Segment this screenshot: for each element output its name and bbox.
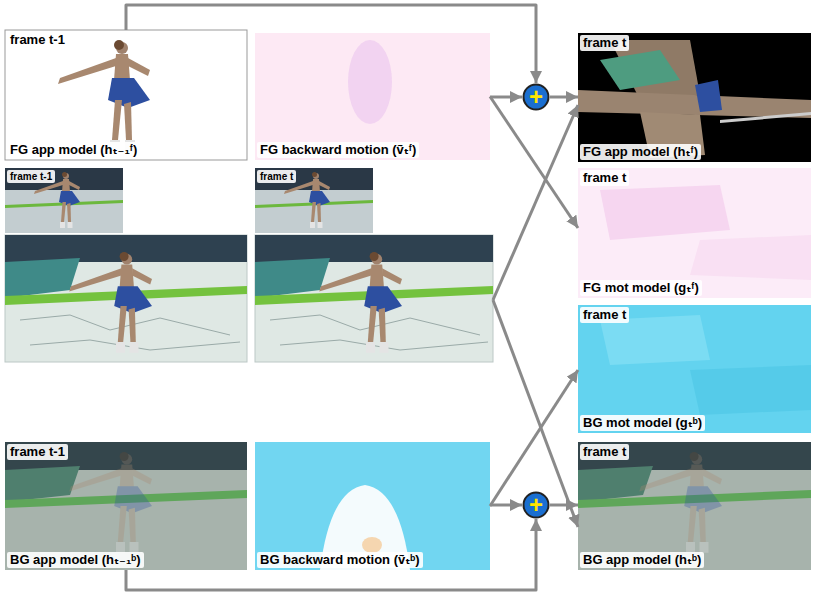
panel-caption: FG app model (hₜ₋₁ᶠ)	[7, 142, 140, 158]
flow-arrow	[490, 370, 578, 506]
segmentation-current-part	[255, 258, 330, 298]
image-panel: frame t-1 BG app model (hₜ₋₁ᵇ)	[5, 442, 247, 570]
bg-motion-image	[255, 442, 490, 570]
frame-label: frame t	[257, 170, 296, 183]
fg-app-prev-image-part	[5, 30, 247, 160]
sum-circle: +	[522, 83, 550, 111]
panel-caption: FG app model (hₜᶠ)	[580, 144, 701, 160]
frame-label: frame t-1	[7, 32, 68, 48]
image-panel: frame t-1 FG app model (hₜ₋₁ᶠ)	[5, 30, 247, 160]
flow-arrow	[550, 96, 578, 99]
flow-arrow	[126, 519, 536, 590]
panel-caption: BG mot model (gₜᵇ)	[580, 415, 705, 431]
frame-label: frame t-1	[7, 170, 55, 183]
segmentation-current	[255, 235, 493, 362]
fg-motion-image	[255, 33, 490, 160]
frame-label: frame t	[580, 35, 629, 51]
fg-app-current-image-part	[578, 90, 811, 118]
fg-app-current-image-part	[578, 33, 811, 162]
sum-circle: +	[522, 491, 550, 519]
frame-label: frame t	[580, 307, 629, 323]
bg-motion-model-image	[578, 305, 811, 433]
bg-app-prev-image-part	[5, 466, 80, 502]
flow-arrow	[550, 504, 578, 507]
fg-app-current-image-part	[720, 112, 811, 123]
segmentation-prev	[5, 235, 247, 362]
image-panel: frame t FG app model (hₜᶠ)	[578, 33, 811, 162]
bg-app-prev-image-part	[69, 452, 152, 553]
fg-app-current-image	[578, 33, 811, 162]
fg-motion-image-part	[255, 33, 490, 160]
bg-motion-image-part	[255, 442, 490, 570]
segmentation-current-part	[255, 235, 493, 362]
panel-caption: BG backward motion (ṽₜᵇ)	[257, 552, 423, 568]
flow-arrow	[493, 105, 578, 300]
fg-motion-model-image-part	[690, 235, 811, 280]
segmentation-prev-part	[5, 235, 247, 362]
frame-label: frame t	[580, 444, 629, 460]
segmentation-prev-part	[5, 258, 80, 298]
thumbnail-prev-part	[5, 168, 123, 233]
image-panel: frame t BG mot model (gₜᵇ)	[578, 305, 811, 433]
bg-app-current-image-part	[578, 466, 653, 502]
segmentation-prev-part	[69, 252, 152, 353]
bg-motion-image-part	[362, 537, 382, 553]
flow-arrow	[490, 96, 522, 99]
sum-symbol: +	[522, 83, 550, 111]
bg-motion-model-image-part	[578, 305, 811, 433]
fg-motion-model-image-part	[600, 185, 730, 240]
fg-app-prev-image-part	[58, 40, 150, 152]
image-panel: BG backward motion (ṽₜᵇ)	[255, 442, 490, 570]
bg-app-current-image	[578, 442, 811, 570]
image-panel: frame t-1	[5, 168, 247, 362]
flow-arrow	[490, 504, 522, 507]
fg-app-prev-image	[5, 30, 247, 160]
bg-motion-model-image-part	[690, 365, 811, 415]
fg-app-current-image-part	[600, 50, 680, 90]
sum-symbol: +	[522, 491, 550, 519]
image-panel: frame t BG app model (hₜᵇ)	[578, 442, 811, 570]
frame-label: frame t	[580, 170, 629, 186]
fg-motion-image-part	[348, 40, 392, 124]
thumbnail-current-part	[255, 168, 373, 233]
segmentation-current-part	[319, 252, 402, 353]
image-panel: frame t	[255, 168, 493, 362]
fg-motion-model-image	[578, 168, 811, 298]
flow-arrow	[493, 300, 578, 527]
fg-motion-model-image-part	[578, 168, 811, 298]
bg-app-current-image-part	[578, 442, 811, 570]
bg-app-current-image-part	[639, 452, 722, 553]
flow-arrow	[126, 5, 536, 83]
bg-app-prev-image-part	[5, 442, 247, 570]
fg-app-current-image-part	[695, 80, 722, 112]
image-panel: FG backward motion (ṽₜᶠ)	[255, 33, 490, 160]
panel-caption: BG app model (hₜᵇ)	[580, 552, 704, 568]
image-panel: frame t FG mot model (gₜᶠ)	[578, 168, 811, 298]
panel-caption: FG mot model (gₜᶠ)	[580, 280, 702, 296]
panel-caption: BG app model (hₜ₋₁ᵇ)	[7, 552, 144, 568]
panel-caption: FG backward motion (ṽₜᶠ)	[257, 142, 419, 158]
frame-label: frame t-1	[7, 444, 68, 460]
thumbnail-current	[255, 168, 373, 233]
bg-app-prev-image	[5, 442, 247, 570]
thumbnail-prev	[5, 168, 123, 233]
